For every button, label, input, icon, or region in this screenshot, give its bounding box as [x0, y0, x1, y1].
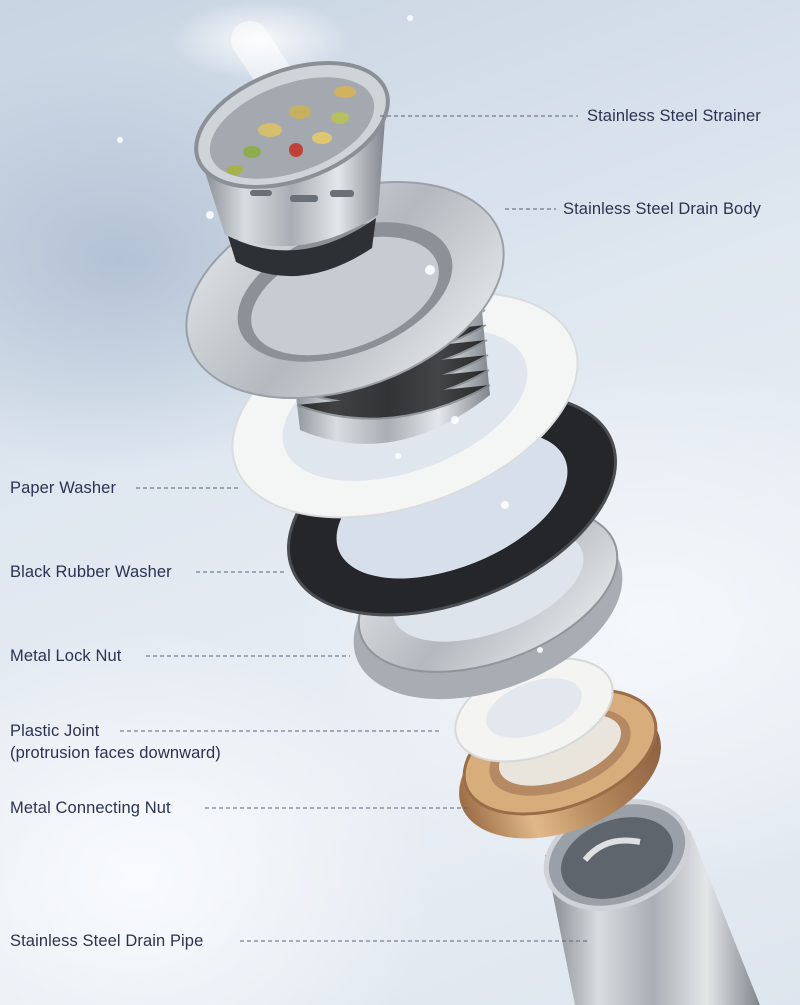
paper-washer-label: Paper Washer [10, 479, 117, 497]
drain-pipe-label: Stainless Steel Drain Pipe [10, 932, 204, 950]
food-scraps [227, 86, 356, 175]
lock-nut-label: Metal Lock Nut [10, 647, 122, 665]
drain-body-part [185, 180, 505, 444]
plastic-joint-note: (protrusion faces downward) [10, 744, 221, 762]
leader-lines [120, 115, 588, 942]
connecting-nut-label: Metal Connecting Nut [10, 799, 171, 817]
plastic-joint-label: Plastic Joint [10, 722, 100, 740]
strainer-part [194, 61, 390, 277]
strainer-label: Stainless Steel Strainer [587, 107, 761, 125]
rubber-washer-label: Black Rubber Washer [10, 563, 172, 581]
water-droplets [117, 15, 543, 653]
drain-body-label: Stainless Steel Drain Body [563, 200, 761, 218]
drain-pipe-part [543, 799, 760, 1005]
